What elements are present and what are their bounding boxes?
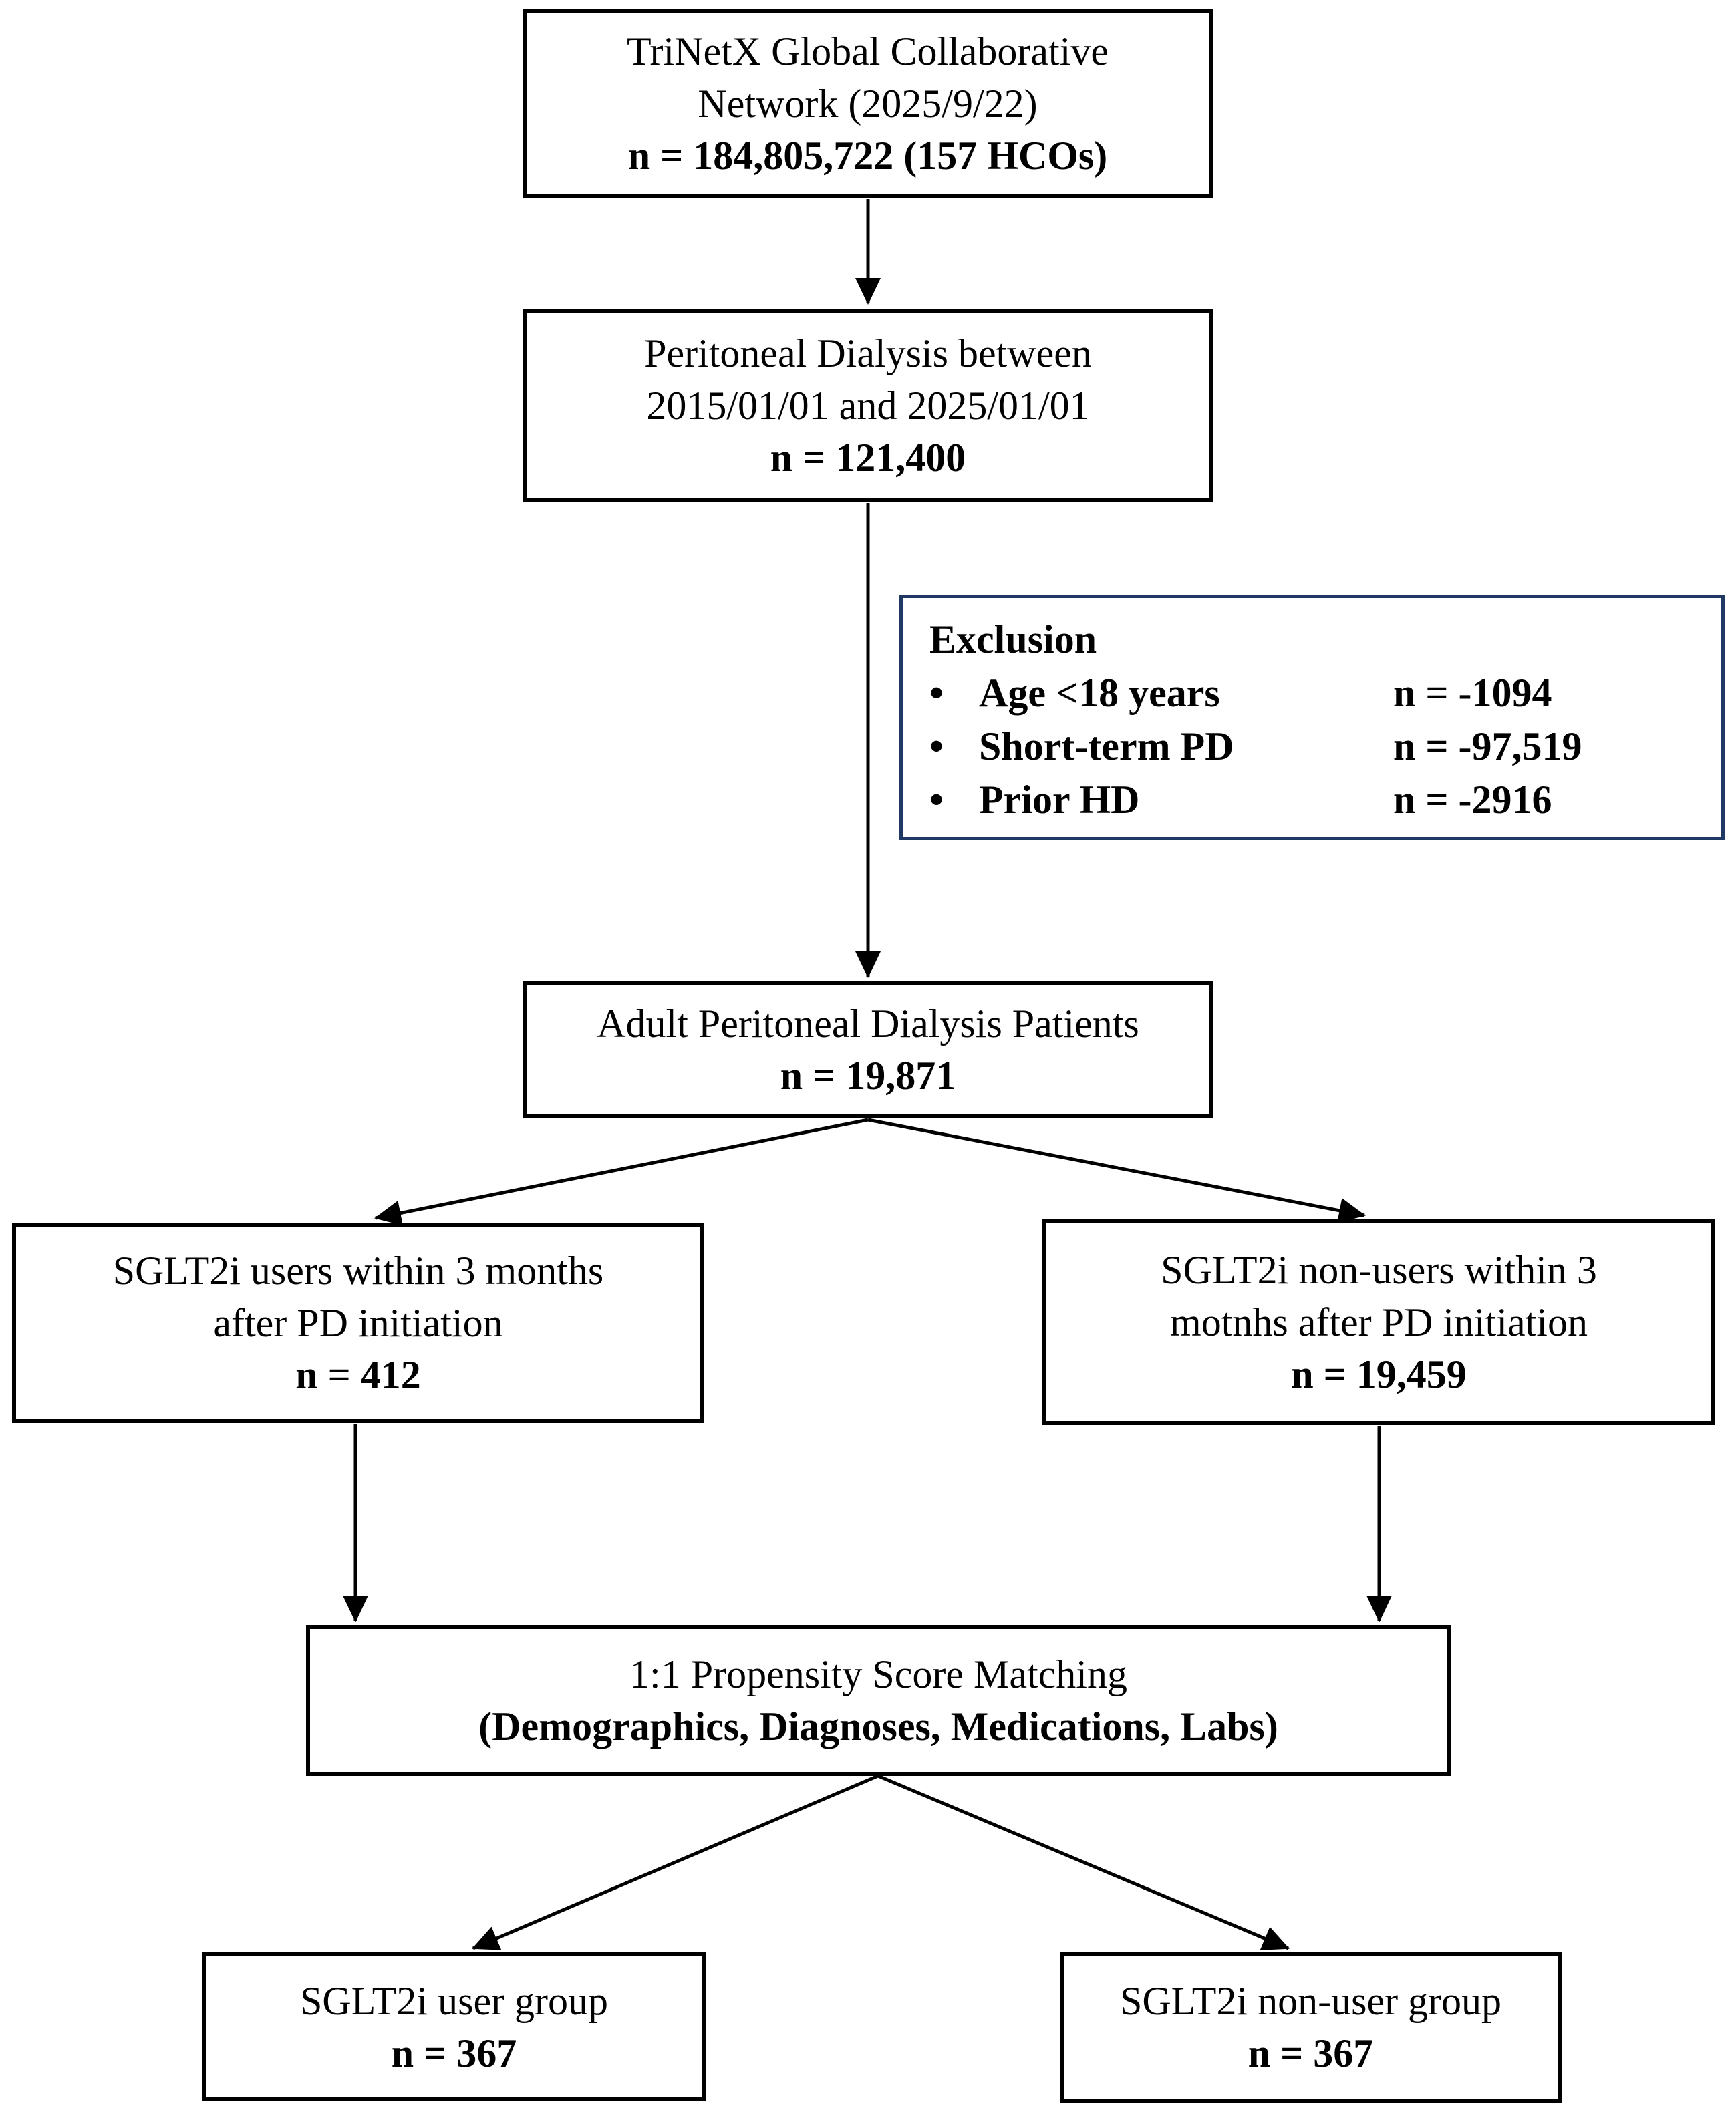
adult-n: n = 19,871: [780, 1054, 956, 1098]
arrow-matching-to-nonuser-group: [877, 1774, 1290, 1950]
box-propensity-matching: 1:1 Propensity Score Matching (Demograph…: [306, 1625, 1451, 1776]
pd-line2: 2015/01/01 and 2025/01/01: [646, 384, 1090, 428]
bullet-icon: •: [929, 671, 944, 715]
exclusion-label: Age <18 years: [979, 671, 1220, 715]
box-nonuser-group: SGLT2i non-user group n = 367: [1060, 1952, 1562, 2103]
pd-n: n = 121,400: [770, 436, 966, 480]
exclusion-value: n = -1094: [1393, 671, 1552, 715]
exclusion-row: • Short-term PD n = -97,519: [929, 720, 1701, 773]
box-trinetx-network: TriNetX Global Collaborative Network (20…: [523, 9, 1213, 198]
nonuser-group-line1: SGLT2i non-user group: [1119, 1979, 1502, 2023]
arrow-adult-to-users: [374, 1118, 869, 1226]
exclusion-row: • Prior HD n = -2916: [929, 773, 1701, 826]
network-n: n = 184,805,722 (157 HCOs): [627, 133, 1108, 178]
user-group-line1: SGLT2i user group: [299, 1979, 609, 2023]
nonusers-line1: SGLT2i non-users within 3: [1161, 1248, 1597, 1292]
users-line1: SGLT2i users within 3 months: [112, 1249, 604, 1293]
exclusion-value: n = -2916: [1393, 778, 1552, 822]
bullet-icon: •: [929, 778, 944, 822]
matching-line1: 1:1 Propensity Score Matching: [629, 1652, 1127, 1696]
box-user-group: SGLT2i user group n = 367: [202, 1952, 706, 2101]
nonusers-n: n = 19,459: [1291, 1352, 1467, 1396]
user-group-n: n = 367: [391, 2031, 517, 2075]
network-line1: TriNetX Global Collaborative: [626, 29, 1109, 73]
exclusion-row: • Age <18 years n = -1094: [929, 666, 1701, 720]
nonusers-line2: motnhs after PD initiation: [1170, 1300, 1588, 1344]
nonuser-group-n: n = 367: [1248, 2031, 1374, 2075]
users-n: n = 412: [295, 1353, 421, 1397]
bullet-icon: •: [929, 724, 944, 768]
exclusion-label: Prior HD: [979, 778, 1140, 822]
matching-line2: (Demographics, Diagnoses, Medications, L…: [478, 1704, 1278, 1749]
users-line2: after PD initiation: [213, 1301, 503, 1345]
network-line2: Network (2025/9/22): [698, 81, 1038, 126]
box-sglt2i-users: SGLT2i users within 3 months after PD in…: [12, 1223, 704, 1423]
box-adult-pd-patients: Adult Peritoneal Dialysis Patients n = 1…: [523, 981, 1213, 1118]
arrow-matching-to-user-group: [472, 1774, 879, 1950]
pd-line1: Peritoneal Dialysis between: [644, 331, 1092, 375]
box-peritoneal-dialysis: Peritoneal Dialysis between 2015/01/01 a…: [523, 309, 1213, 502]
exclusion-title: Exclusion: [929, 617, 1097, 661]
adult-line1: Adult Peritoneal Dialysis Patients: [597, 1002, 1139, 1046]
box-sglt2i-nonusers: SGLT2i non-users within 3 motnhs after P…: [1042, 1219, 1715, 1425]
arrow-adult-to-nonusers: [867, 1118, 1366, 1223]
box-exclusion: Exclusion • Age <18 years n = -1094 • Sh…: [899, 595, 1725, 840]
exclusion-label: Short-term PD: [979, 724, 1234, 768]
exclusion-value: n = -97,519: [1393, 724, 1582, 768]
